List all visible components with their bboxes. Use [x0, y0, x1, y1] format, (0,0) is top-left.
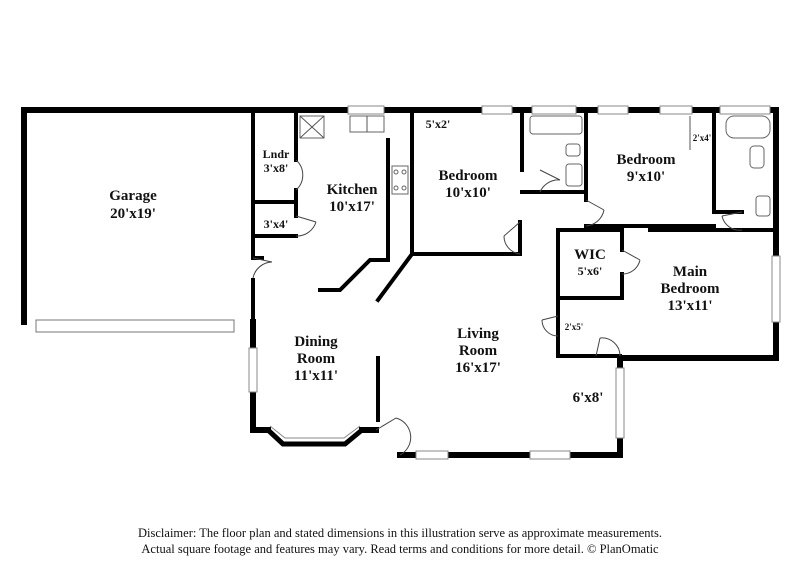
- floor-plan: Garage 20'x19' Lndr 3'x8' 3'x4' Kitchen …: [21, 105, 781, 460]
- closet-2x4-dim: 2'x4': [693, 133, 712, 143]
- garage-dim: 20'x19': [110, 206, 156, 222]
- main-bedroom-name-1: Main: [673, 264, 708, 280]
- bedroom2-name: Bedroom: [617, 152, 676, 168]
- dining-dim: 11'x11': [294, 368, 338, 384]
- closet-3x4-dim: 3'x4': [264, 217, 289, 231]
- bedroom1-name: Bedroom: [439, 168, 498, 184]
- bedroom2-dim: 9'x10': [627, 169, 665, 185]
- disclaimer: Disclaimer: The floor plan and stated di…: [0, 525, 800, 557]
- room-labels: Garage 20'x19' Lndr 3'x8' 3'x4' Kitchen …: [109, 117, 720, 406]
- wic-dim: 5'x6': [578, 264, 603, 278]
- foyer-dim: 6'x8': [573, 390, 604, 406]
- disclaimer-line2: Actual square footage and features may v…: [141, 542, 659, 556]
- dining-name-2: Room: [297, 351, 336, 367]
- closet-2x5-dim: 2'x5': [565, 322, 584, 332]
- wic-name: WIC: [574, 247, 606, 263]
- kitchen-dim: 10'x17': [329, 199, 375, 215]
- windows: [248, 105, 781, 460]
- main-bedroom-name-2: Bedroom: [661, 281, 720, 297]
- laundry-dim: 3'x8': [264, 161, 289, 175]
- garage-name: Garage: [109, 188, 157, 204]
- dining-name-1: Dining: [294, 334, 338, 350]
- disclaimer-line1: Disclaimer: The floor plan and stated di…: [138, 526, 662, 540]
- bedroom1-dim: 10'x10': [445, 185, 491, 201]
- closet-5x2-dim: 5'x2': [426, 117, 451, 131]
- kitchen-name: Kitchen: [327, 182, 378, 198]
- garage-door: [35, 319, 235, 333]
- laundry-name: Lndr: [263, 147, 290, 161]
- living-name-2: Room: [459, 343, 498, 359]
- interior-walls: [251, 108, 778, 422]
- living-name-1: Living: [457, 326, 499, 342]
- fixtures: [299, 115, 771, 217]
- main-bedroom-dim: 13'x11': [667, 298, 712, 314]
- bay-window: [266, 425, 364, 447]
- doors: [252, 159, 743, 456]
- living-dim: 16'x17': [455, 360, 501, 376]
